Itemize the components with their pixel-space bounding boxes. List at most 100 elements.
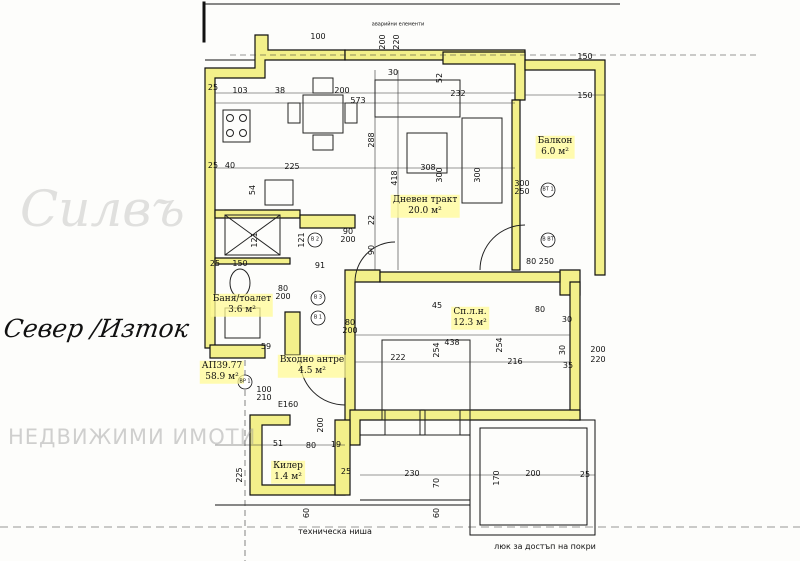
dimension-label: 200: [525, 469, 541, 478]
door-tag: В ВТ: [542, 236, 554, 243]
dimension-label: 25: [340, 467, 352, 476]
door-markers: [237, 182, 556, 390]
dimension-label: 25: [207, 83, 219, 92]
dimension-label: 216: [507, 357, 523, 366]
dimension-label: 91: [314, 261, 326, 270]
dimension-label: 150: [577, 52, 593, 61]
door-tag: В 3: [313, 294, 323, 301]
wall-bedroom-north: [379, 271, 561, 283]
wall-bath-north: [214, 257, 291, 265]
watermark-text: НЕДВИЖИМИ ИМОТИ: [8, 425, 257, 449]
dimension-label: 25: [579, 470, 591, 479]
stove: [222, 109, 251, 143]
sink: [264, 179, 294, 206]
dimension-label: 121: [297, 232, 306, 248]
dimension-label: 45: [431, 301, 443, 310]
door-swing: [479, 224, 526, 271]
dimension-label: 220: [392, 34, 401, 50]
dimension-label: 225: [284, 162, 300, 171]
fire-elements-label: аварийни елементи: [371, 21, 425, 28]
dimension-label: 51: [272, 439, 284, 448]
dimension-label: 300: [473, 167, 482, 183]
dimension-label: 54: [248, 184, 257, 196]
dimension-label: 80: [534, 305, 546, 314]
dimension-label: 220: [590, 355, 606, 364]
dimension-label: E160: [277, 400, 299, 409]
dimension-label: 438: [444, 338, 460, 347]
dimension-label: 150: [232, 259, 248, 268]
watermark-logo: Силвъ: [20, 180, 185, 238]
dimension-label: 200: [590, 345, 606, 354]
dimension-label: 80: [305, 441, 317, 450]
wall-north-west: [204, 34, 346, 349]
door-tag: В 2: [310, 236, 320, 243]
dimension-label: 100: [310, 32, 326, 41]
dimension-label: 121: [250, 232, 259, 248]
dimension-label: 22: [367, 214, 376, 226]
border-line: [202, 1, 206, 43]
dimension-label: 300: [435, 167, 444, 183]
wall-bath-south: [209, 344, 266, 359]
orientation-note: Север /Изток: [1, 314, 191, 343]
tech-niche-label: техническа ниша: [298, 527, 372, 536]
furniture: [222, 77, 526, 436]
wall-storage-east: [334, 419, 351, 496]
dimension-label: 254: [495, 337, 504, 353]
armchair: [461, 117, 503, 204]
dimension-label: 30: [387, 68, 399, 77]
door-tag: ВТ 1: [542, 186, 554, 193]
wall-bedroom-west: [344, 269, 381, 426]
wall-balcony: [524, 59, 606, 276]
door-tag: ВР 1: [239, 378, 251, 385]
coffee-table: [406, 132, 448, 174]
dimension-label: 38: [274, 86, 286, 95]
wall-bedroom-east: [569, 281, 581, 421]
dimension-label: 254: [432, 342, 441, 358]
dimension-label: 19: [330, 440, 342, 449]
dimension-label: 40: [224, 161, 236, 170]
roof-hatch-label: люк за достъп на покри: [494, 542, 596, 551]
dimension-label: 230: [404, 469, 420, 478]
dimension-label: 170: [492, 470, 501, 486]
shower: [224, 214, 281, 256]
dimension-label: 103: [232, 86, 248, 95]
wall-kitchen-partition: [299, 214, 356, 229]
dimension-label: 308: [420, 163, 436, 172]
dimension-label: 52: [435, 72, 444, 84]
wall-living-east: [511, 99, 521, 271]
dimension-label: 25: [209, 259, 221, 268]
door-tag: В 1: [313, 314, 323, 321]
dimension-label: 200: [378, 34, 387, 50]
dimension-label: 90: [367, 244, 376, 256]
dimension-label: 30: [561, 315, 573, 324]
dimension-label: 225: [235, 467, 244, 483]
dimension-label: 60: [432, 507, 441, 519]
dimension-label: 70: [432, 477, 441, 489]
dimension-label: 200: [334, 86, 350, 95]
dimension-label: 418: [390, 170, 399, 186]
bed: [381, 339, 471, 421]
dimension-lines: [0, 54, 800, 561]
dimension-label: 60: [302, 507, 311, 519]
wall-bath-east: [284, 311, 301, 356]
dimension-label: 288: [367, 132, 376, 148]
dimension-label: 573: [350, 96, 366, 105]
room-bedroom: Сп.л.н.12.3 м²: [451, 306, 489, 330]
door-size: 80 250: [525, 257, 555, 266]
dimension-label: 150: [577, 91, 593, 100]
dimension-label: 232: [450, 89, 466, 98]
dimension-label: 59: [260, 342, 272, 351]
dimension-label: 200: [316, 417, 325, 433]
dimension-label: 35: [562, 361, 574, 370]
dimension-label: 25: [207, 161, 219, 170]
